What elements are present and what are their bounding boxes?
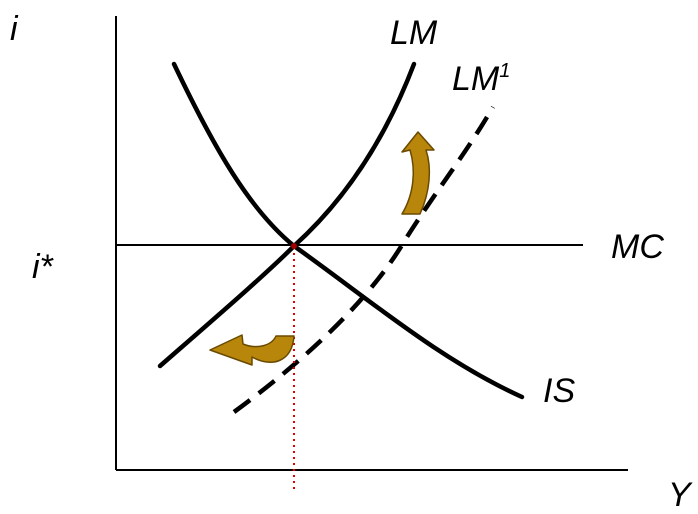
equilibrium-rate-label: i* [32, 248, 55, 286]
lm-label: LM [390, 14, 438, 52]
x-axis-label: Y [668, 476, 693, 514]
equilibrium-point [291, 243, 297, 249]
mc-label: MC [611, 228, 664, 266]
is-label: IS [543, 372, 575, 410]
lm1-label-text: LM [452, 60, 500, 98]
curved-arrow-upper-icon [401, 131, 435, 215]
y-axis-label: i [10, 10, 19, 48]
curved-arrow-lower-icon [209, 334, 295, 366]
lm1-label-superscript: 1 [499, 60, 510, 82]
lm1-curve [232, 105, 495, 414]
lm1-label: LM1 [452, 60, 510, 98]
